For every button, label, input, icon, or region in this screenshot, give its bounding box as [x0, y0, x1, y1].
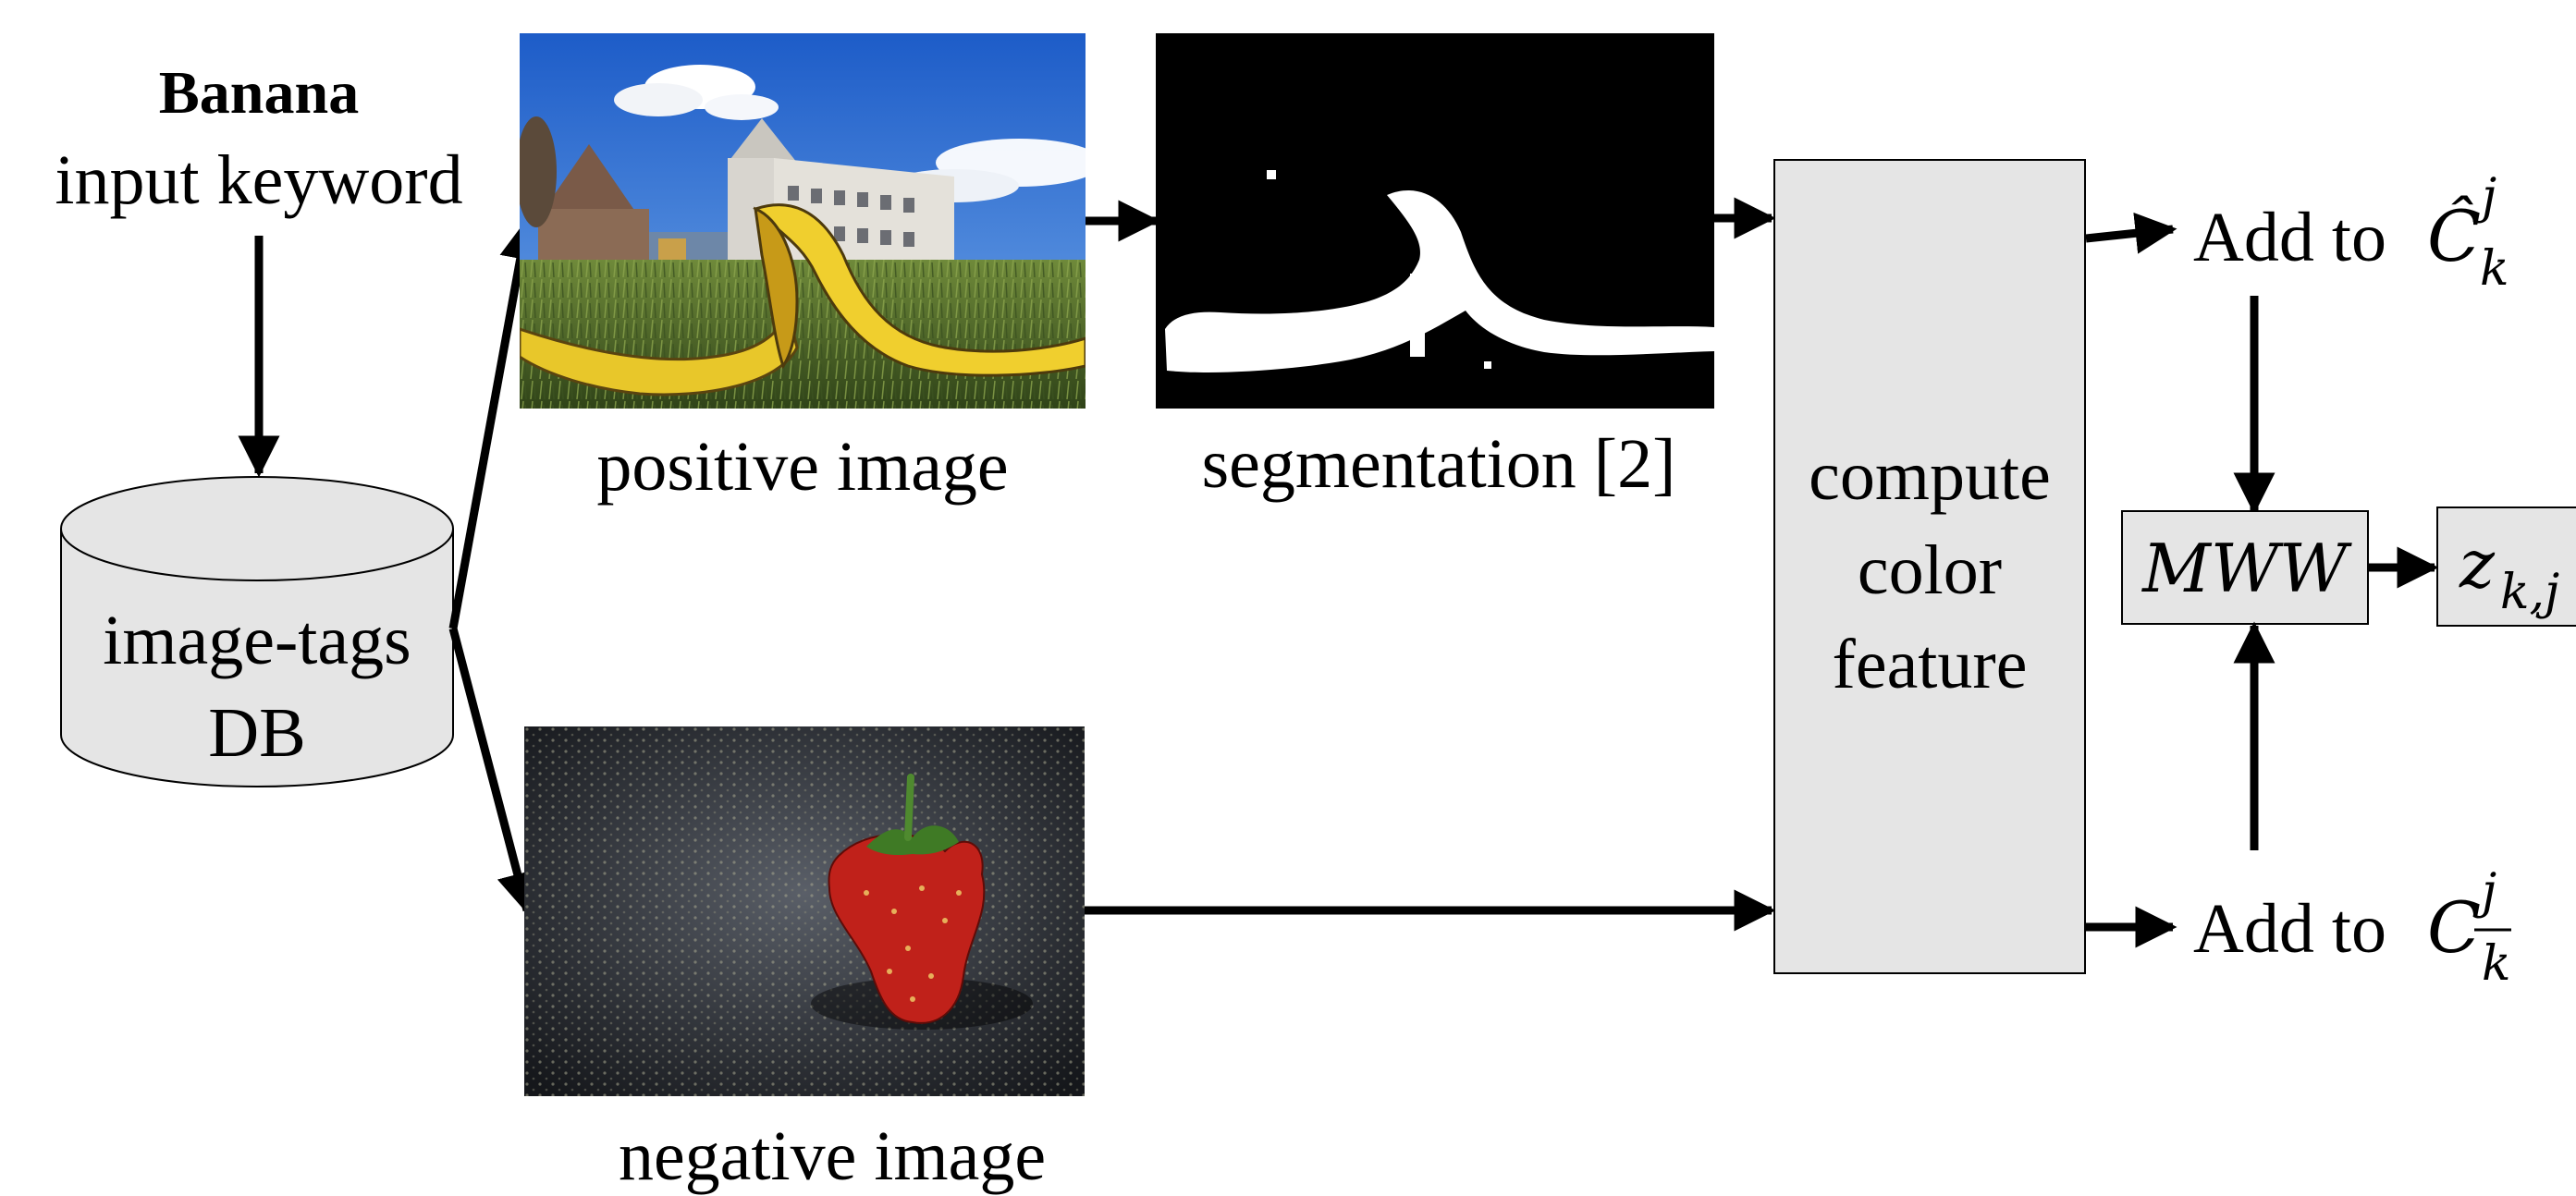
add-bottom-subscript: k [2482, 936, 2511, 992]
arrow-compute-to-add-top [2085, 212, 2177, 254]
segmentation-image [1156, 33, 1714, 409]
segmentation-caption: segmentation [2] [1202, 425, 1676, 503]
arrow-db-to-negative [448, 627, 538, 915]
database-label-line2: DB [208, 694, 306, 772]
add-bottom-prefix: Add to [2193, 890, 2404, 968]
keyword-value: Banana [159, 59, 359, 127]
keyword-caption: input keyword [55, 141, 462, 219]
compute-box-line3: feature [1833, 626, 2028, 703]
arrow-db-to-positive [448, 217, 541, 629]
compute-box-line1: compute [1809, 437, 2051, 515]
database-label-line1: image-tags [103, 602, 411, 679]
add-top-prefix: Add to [2193, 199, 2404, 276]
add-top-subscript: k [2480, 241, 2509, 297]
output-subscript: k,j [2500, 565, 2559, 620]
mww-box [2121, 510, 2369, 625]
add-to-positive-set-label: Add to Ĉ j k [2193, 169, 2509, 297]
add-to-negative-set-label: Add to C j k [2193, 864, 2511, 992]
mww-label: MWW [2141, 530, 2352, 607]
compute-color-feature-box [1773, 159, 2086, 974]
negative-image [524, 726, 1085, 1096]
compute-box-line2: color [1858, 531, 2002, 609]
add-top-symbol: Ĉ [2427, 195, 2481, 277]
add-bottom-symbol: C [2427, 886, 2481, 969]
positive-image-caption: positive image [596, 428, 1008, 506]
database-cylinder-icon [60, 476, 454, 787]
positive-image [520, 33, 1086, 409]
output-box [2436, 506, 2576, 627]
output-symbol: z [2459, 525, 2496, 603]
negative-image-caption: negative image [619, 1117, 1046, 1195]
